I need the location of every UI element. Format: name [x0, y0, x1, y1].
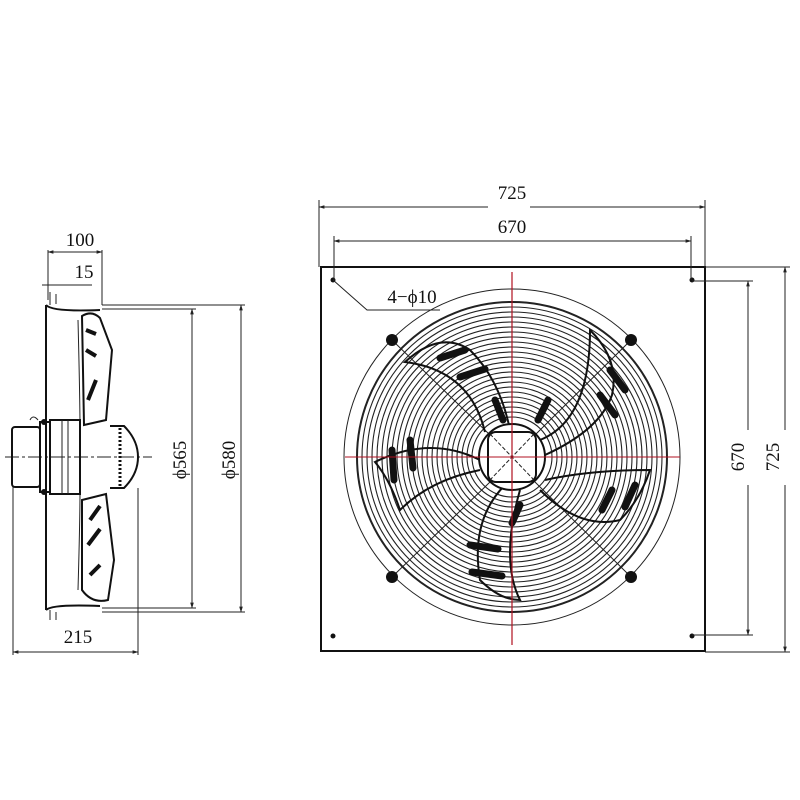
- mounting-plate: [320, 266, 706, 652]
- dim-565-label: ϕ565: [170, 441, 191, 480]
- mounting-hole-icon: [689, 277, 695, 283]
- dim-100-label: 100: [66, 230, 95, 251]
- dim-215-label: 215: [64, 627, 93, 648]
- hole-leader: [332, 279, 440, 311]
- side-view: 100 15 ϕ565 ϕ580 215: [5, 230, 245, 655]
- guard-bolt-icon: [625, 334, 637, 346]
- dim-580-label: ϕ580: [219, 441, 240, 480]
- front-view: 4−ϕ10 725 670 670 725: [318, 183, 790, 653]
- dim-670-height-label: 670: [728, 443, 749, 472]
- dim-15-label: 15: [75, 262, 94, 283]
- dim-725-height-label: 725: [763, 443, 784, 472]
- mounting-hole-icon: [330, 633, 336, 639]
- motor-body: [49, 419, 81, 495]
- guard-bolt-icon: [625, 571, 637, 583]
- dim-725-width-label: 725: [498, 183, 527, 204]
- dim-670-width-label: 670: [498, 217, 527, 238]
- mounting-hole-icon: [689, 633, 695, 639]
- guard-bolt-icon: [386, 334, 398, 346]
- fan-blades: [373, 327, 652, 602]
- hub-cap: [110, 425, 140, 489]
- blade-slots: [388, 346, 639, 580]
- flange: [45, 304, 101, 611]
- flange-bolt: [49, 292, 57, 620]
- hole-callout-label: 4−ϕ10: [387, 287, 436, 308]
- guard-bolt-icon: [386, 571, 398, 583]
